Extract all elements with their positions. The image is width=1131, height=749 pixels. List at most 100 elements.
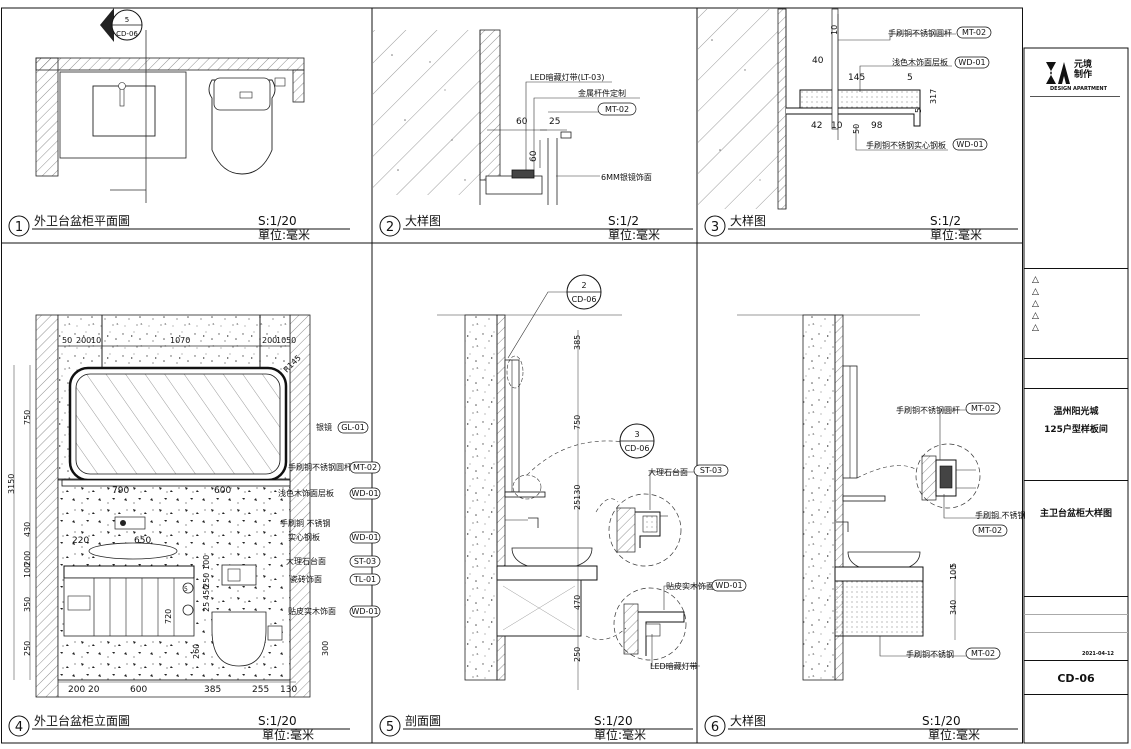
svg-text:50: 50 bbox=[852, 124, 861, 134]
dim-left: 3150 bbox=[7, 474, 16, 494]
dim-left: 430 bbox=[23, 522, 32, 537]
material-label-text: 银镜 bbox=[316, 422, 332, 432]
svg-text:3: 3 bbox=[634, 430, 639, 439]
panel-scale: S:1/20 bbox=[922, 714, 961, 728]
callout-3-cd06[interactable]: 3 CD-06 bbox=[619, 423, 655, 459]
material-code: GL-01 bbox=[341, 423, 365, 432]
dim-650: 650 bbox=[134, 536, 151, 546]
panel-title-text: 外卫台盆柜立面圖 bbox=[34, 713, 130, 728]
material-label-text: 浅色木饰面层板 bbox=[278, 488, 334, 498]
svg-text:ST-03: ST-03 bbox=[700, 466, 722, 475]
dim-bottom: 130 bbox=[280, 685, 297, 695]
dim-bottom: 20 bbox=[88, 685, 100, 695]
panel-3-detail: 10 40 145 5 5 317 42 10 50 98 手刷铜不锈钢圆杆 M… bbox=[698, 8, 992, 210]
panel-scale: S:1/20 bbox=[594, 714, 633, 728]
panel-unit: 單位:毫米 bbox=[594, 727, 646, 742]
title-block-frame bbox=[1023, 47, 1129, 744]
svg-text:手刷铜 不锈钢: 手刷铜 不锈钢 bbox=[975, 510, 1026, 520]
panel-number: 4 bbox=[15, 720, 23, 735]
dim-25: 25 bbox=[549, 117, 560, 127]
panel-unit: 單位:毫米 bbox=[930, 227, 982, 242]
svg-text:大理石台面: 大理石台面 bbox=[648, 467, 688, 477]
panel-scale: S:1/2 bbox=[930, 214, 961, 228]
material-code: WD-01 bbox=[351, 607, 378, 616]
dim-top: 10 bbox=[91, 336, 101, 345]
svg-text:385: 385 bbox=[573, 335, 582, 350]
svg-text:40: 40 bbox=[812, 56, 824, 66]
svg-text:CD-06: CD-06 bbox=[116, 30, 138, 38]
svg-text:手刷铜不锈钢圆杆: 手刷铜不锈钢圆杆 bbox=[888, 28, 952, 38]
svg-text:42: 42 bbox=[811, 121, 822, 131]
dim-bottom: 200 bbox=[68, 685, 85, 695]
toilet-elevation bbox=[211, 611, 267, 667]
shelf-board bbox=[799, 89, 921, 111]
svg-text:98: 98 bbox=[871, 121, 883, 131]
svg-text:300: 300 bbox=[321, 641, 330, 656]
drawing-title: 主卫台盆柜大样图 bbox=[1039, 509, 1112, 519]
led-strip bbox=[511, 169, 535, 179]
svg-text:手刷铜不锈钢实心钢板: 手刷铜不锈钢实心钢板 bbox=[866, 140, 946, 150]
brand-logo bbox=[1046, 62, 1070, 84]
issue-date: 2021-04-12 bbox=[1082, 651, 1114, 657]
material-label-text: 贴皮实木饰面 bbox=[288, 606, 336, 616]
dim-220: 220 bbox=[72, 536, 89, 546]
material-code: ST-03 bbox=[354, 557, 376, 566]
title-block: 元境 制作 DESIGN APARTMENT △△△△△ 温州阳光城 125户型… bbox=[1024, 48, 1128, 744]
material-code: WD-01 bbox=[351, 489, 378, 498]
panel-number: 6 bbox=[711, 720, 719, 735]
panel-number: 3 bbox=[711, 220, 719, 235]
steel-plate bbox=[786, 107, 921, 127]
material-label-text: 手刷铜不锈钢圆杆 bbox=[288, 462, 352, 472]
svg-text:250: 250 bbox=[202, 573, 211, 588]
dim-left: 100 bbox=[23, 563, 32, 578]
svg-text:10: 10 bbox=[830, 25, 839, 35]
panel-unit: 單位:毫米 bbox=[608, 227, 660, 242]
dim-left: 350 bbox=[23, 597, 32, 612]
material-label: 大理石台面 ST-03 bbox=[286, 555, 381, 568]
code-mt02: MT-02 bbox=[605, 105, 629, 114]
panel-scale: S:1/20 bbox=[258, 214, 297, 228]
dim-60a: 60 bbox=[516, 117, 528, 127]
svg-text:720: 720 bbox=[164, 609, 173, 624]
material-code: MT-02 bbox=[353, 463, 377, 472]
material-label-text: 手刷铜 不锈钢 bbox=[280, 518, 331, 528]
panel-title-text: 剖面圖 bbox=[405, 714, 441, 728]
svg-text:100: 100 bbox=[202, 555, 211, 570]
material-label: 贴皮实木饰面 WD-01 bbox=[288, 605, 381, 618]
label-metal-rod: 金属杆件定制 bbox=[578, 88, 626, 98]
svg-text:10: 10 bbox=[831, 121, 843, 131]
sheet-number: CD-06 bbox=[1057, 672, 1095, 685]
svg-text:MT-02: MT-02 bbox=[971, 404, 995, 413]
svg-text:2: 2 bbox=[581, 281, 586, 290]
panel-unit: 單位:毫米 bbox=[262, 727, 314, 742]
svg-text:MT-02: MT-02 bbox=[971, 649, 995, 658]
svg-text:5: 5 bbox=[125, 16, 129, 24]
dim-left: 750 bbox=[23, 410, 32, 425]
svg-text:WD-01: WD-01 bbox=[715, 581, 742, 590]
svg-text:5: 5 bbox=[907, 73, 913, 83]
svg-text:25130: 25130 bbox=[573, 485, 582, 510]
callout-2-cd06[interactable]: 2 CD-06 bbox=[566, 274, 602, 310]
dim-left: 250 bbox=[23, 641, 32, 656]
svg-text:25: 25 bbox=[202, 602, 211, 612]
panel-unit: 單位:毫米 bbox=[258, 227, 310, 242]
panel-2-detail: 60 25 60 LED暗藏灯带(LT-03) 金属杆件定制 MT-02 6MM… bbox=[373, 29, 652, 205]
panel-title-text: 外卫台盆柜平面圖 bbox=[34, 213, 130, 228]
svg-text:340: 340 bbox=[949, 600, 958, 615]
revision-triangles: △△△△△ bbox=[1032, 275, 1039, 333]
panel-scale: S:1/2 bbox=[608, 214, 639, 228]
material-label: 银镜 GL-01 bbox=[316, 421, 369, 434]
material-label: 手刷铜 不锈钢 bbox=[280, 518, 331, 528]
svg-text:5: 5 bbox=[914, 108, 923, 113]
brand-en: DESIGN APARTMENT bbox=[1050, 86, 1108, 92]
material-label-text: 大理石台面 bbox=[286, 556, 326, 566]
callout-5-cd06[interactable]: 5 CD-06 bbox=[100, 8, 143, 42]
dim-top: 200 bbox=[76, 336, 91, 345]
panel-number: 2 bbox=[386, 220, 394, 235]
panel-scale: S:1/20 bbox=[258, 714, 297, 728]
brand-name: 元境 制作 bbox=[1074, 60, 1093, 80]
